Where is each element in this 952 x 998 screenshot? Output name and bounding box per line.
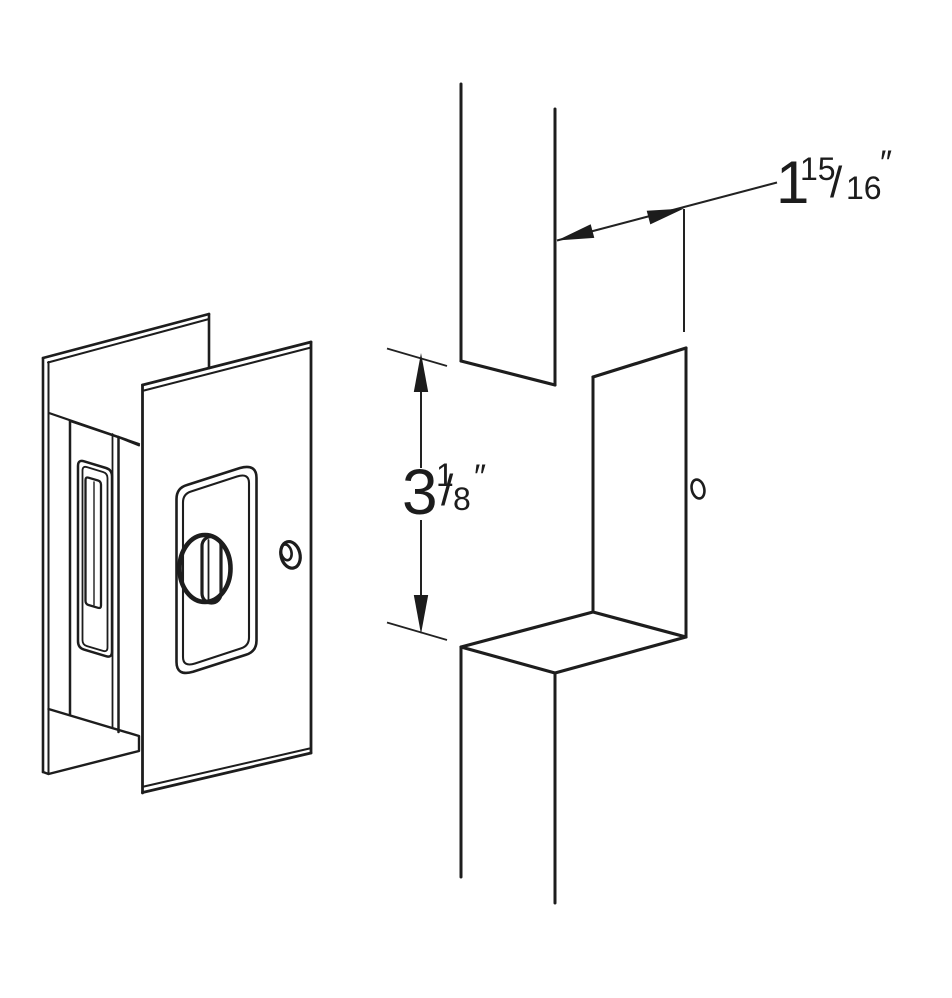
bottom-fold-flange: [41, 707, 141, 776]
recess-outer-rim: [175, 465, 258, 675]
back-plate: [41, 312, 211, 776]
recessed-pull: [175, 465, 258, 675]
height-extension-tick-top: [386, 347, 448, 367]
thumbturn: [177, 532, 233, 605]
height-dimension: 3 1 / 8 ″: [386, 347, 486, 641]
door-edge-cutout-drawing: [459, 82, 706, 905]
width-arrowhead-right: [646, 208, 684, 225]
width-dimension-label: 1 15 / 16 ″: [776, 144, 892, 216]
width-arrowhead-left: [557, 224, 595, 241]
height-arrowhead-down: [413, 595, 429, 634]
pocket-door-lock-drawing: [41, 312, 313, 795]
top-fold-channel: [47, 411, 141, 447]
height-extension-tick-bottom: [386, 621, 448, 641]
front-plate-top-edge-inner: [143, 346, 312, 392]
top-fold-connector: [118, 436, 140, 447]
front-plate-bottom-edge-inner: [143, 747, 311, 788]
thumbturn-bar: [200, 534, 223, 605]
latch-slot-bezel-outer: [76, 459, 114, 658]
thumbturn-rose: [177, 532, 233, 605]
front-plate-bottom-edge-outer: [141, 751, 313, 794]
latch-slot-opening: [84, 476, 103, 610]
screw-hole-inner: [279, 543, 293, 562]
notch-ceiling-back-edge: [591, 346, 688, 379]
back-plate-top-edge-outer: [41, 312, 211, 360]
back-plate-top-edge-inner: [47, 318, 210, 364]
top-fold-front-edge: [68, 419, 121, 439]
front-plate: [141, 340, 313, 795]
jamb-pilot-hole: [690, 478, 706, 500]
height-dimension-label: 3 1 / 8 ″: [402, 456, 486, 528]
front-plate-top-edge-outer: [141, 340, 313, 387]
recess-inner-rim: [181, 474, 251, 666]
latch-slot-bezel-inner: [81, 465, 109, 653]
width-dimension: 1 15 / 16 ″: [556, 144, 892, 332]
edge-plate: [68, 419, 120, 734]
height-arrowhead-up: [413, 353, 429, 392]
front-plate-screw-hole: [279, 539, 302, 570]
notch-floor: [459, 610, 688, 675]
notch-ceiling-front-edge: [459, 359, 557, 387]
